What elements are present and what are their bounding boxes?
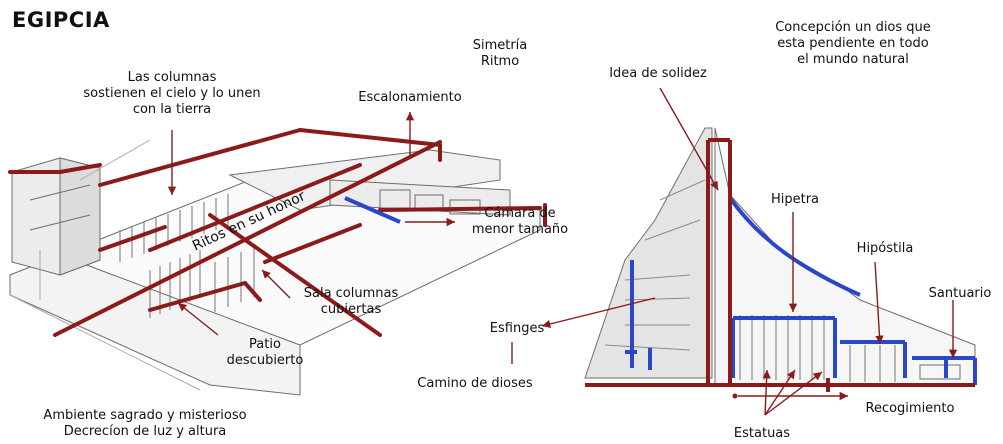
label-estatuas: Estatuas (733, 426, 791, 441)
recogimiento-dot (732, 393, 738, 399)
label-escalonamiento: Escalonamiento (358, 90, 462, 105)
temple-section-sketch (584, 127, 976, 386)
label-sala: Sala columnas cubiertas (303, 286, 399, 317)
label-patio: Patio descubierto (226, 337, 304, 368)
label-camino: Camino de dioses (417, 376, 533, 391)
left-arrows (167, 112, 455, 336)
label-santuario: Santuario (928, 286, 992, 301)
temple-red-lines (8, 128, 547, 337)
label-solidez: Idea de solidez (609, 66, 707, 81)
section-blue-lines (625, 196, 977, 385)
right-arrows (541, 87, 958, 416)
label-simetria: Simetría Ritmo (472, 38, 528, 69)
label-ambiente: Ambiente sagrado y misterioso Decrecíon … (43, 408, 247, 439)
page-title: EGIPCIA (12, 8, 110, 32)
label-esfinges: Esfinges (489, 321, 545, 336)
label-camara: Cámara de menor tamaño (471, 206, 569, 237)
label-hipetra: Hipetra (770, 192, 820, 207)
label-columnas: Las columnas sostienen el cielo y lo une… (83, 70, 261, 117)
label-concepcion: Concepción un dios que esta pendiente en… (775, 20, 931, 67)
temple-plan-sketch (9, 139, 541, 396)
label-hipostila: Hipóstila (856, 241, 914, 256)
label-recogimiento: Recogimiento (865, 401, 955, 416)
camara-blue-line (344, 196, 401, 224)
